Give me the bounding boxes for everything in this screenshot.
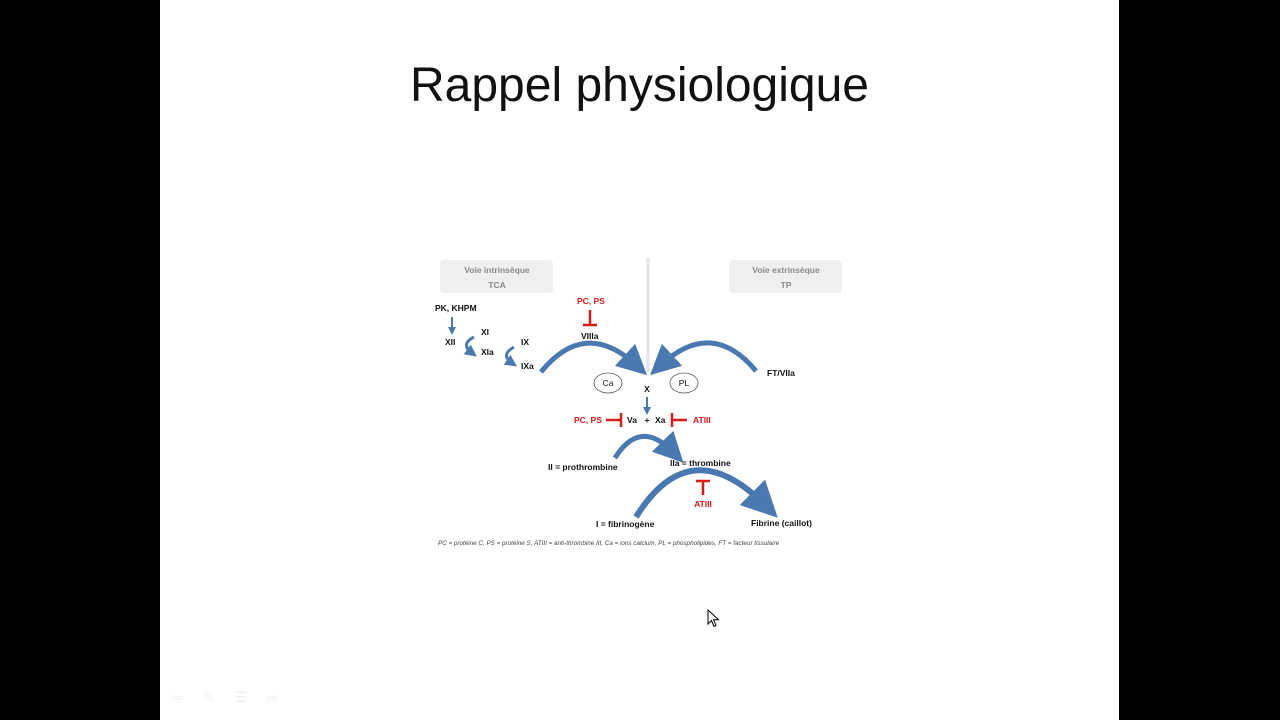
pk-khpm-label: PK, KHPM	[435, 303, 477, 313]
ixa-label: IXa	[521, 361, 534, 371]
extrinsic-pathway-box	[729, 260, 842, 293]
plus-label: +	[645, 415, 650, 425]
prothrombin-to-thrombin-arrow	[612, 430, 684, 463]
atiii-mid-label: ATIII	[693, 415, 711, 425]
ix-label: IX	[521, 337, 529, 347]
xi-activation-arrow	[463, 335, 477, 357]
intrinsic-pathway-box	[440, 260, 553, 293]
extrinsic-pathway-test: TP	[781, 280, 792, 290]
extrinsic-pathway-title: Voie extrinsèque	[752, 265, 820, 275]
ca-circle	[593, 372, 623, 394]
slideshow-toolbar: ⇦ ✎ ☰ ⇨	[168, 690, 282, 706]
pc-ps-mid-label: PC, PS	[574, 415, 602, 425]
fibrinogene-label: I = fibrinogène	[596, 519, 655, 529]
next-icon[interactable]: ⇨	[267, 690, 279, 706]
intrinsic-pathway-title: Voie intrinsèque	[464, 265, 530, 275]
thrombine-label: IIa = thrombine	[670, 458, 731, 468]
ix-activation-arrow	[503, 345, 517, 367]
diagram-legend: PC = protéine C, PS = protéine S, ATIII …	[438, 540, 780, 547]
intrinsic-pathway-test: TCA	[488, 280, 505, 290]
pen-icon[interactable]: ✎	[203, 690, 215, 706]
xia-label: XIa	[481, 347, 494, 357]
menu-icon[interactable]: ☰	[234, 690, 248, 706]
ft-viia-label: FT/VIIa	[767, 368, 795, 378]
slide-title: Rappel physiologique	[410, 59, 869, 112]
pc-ps-top-label: PC, PS	[577, 296, 605, 306]
prothrombine-label: II = prothrombine	[548, 462, 618, 472]
intrinsic-to-x-arrow	[539, 340, 648, 376]
xii-label: XII	[445, 337, 455, 347]
viiia-label: VIIIa	[581, 331, 599, 341]
atiii-bottom-label: ATIII	[694, 499, 712, 509]
xa-label: Xa	[655, 415, 666, 425]
va-label: Va	[627, 415, 637, 425]
mouse-cursor-icon	[707, 609, 720, 628]
pl-circle	[669, 372, 699, 394]
pl-label: PL	[679, 378, 690, 388]
ca-label: Ca	[603, 378, 614, 388]
xi-label: XI	[481, 327, 489, 337]
fibrine-label: Fibrine (caillot)	[751, 518, 812, 528]
previous-icon[interactable]: ⇦	[171, 690, 183, 706]
extrinsic-to-x-arrow	[649, 340, 758, 376]
x-label: X	[644, 384, 650, 394]
fibrinogen-to-fibrin-arrow	[633, 467, 778, 519]
